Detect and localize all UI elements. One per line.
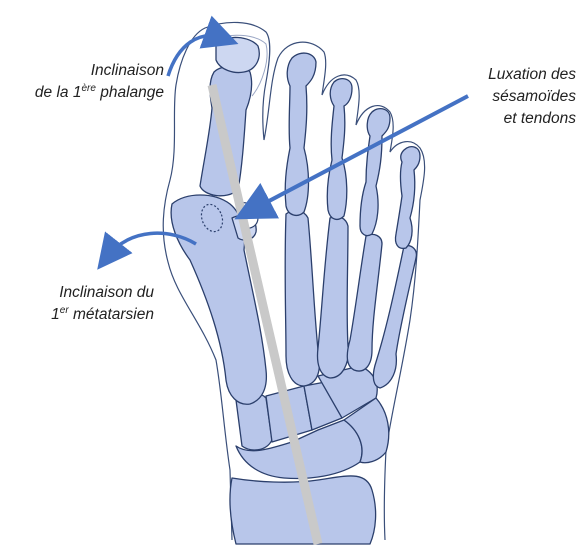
sesamoid-label-line1: Luxation des <box>440 64 576 86</box>
sesamoid-label-line3: et tendons <box>440 108 576 130</box>
metatarsal-label-line1: Inclinaison du <box>14 282 154 304</box>
phalanx-label-sup: ère <box>81 83 95 94</box>
sesamoid-label-line2: sésamoïdes <box>440 86 576 108</box>
phalanx-label-text-a: de la 1 <box>35 84 82 101</box>
metatarsal-label-sup: er <box>60 305 69 316</box>
metatarsal-inclination-label: Inclinaison du 1er métatarsien <box>14 282 154 326</box>
phalanx-label-text-b: phalange <box>96 84 164 101</box>
phalanx-inclination-label: Inclinaison de la 1ère phalange <box>28 60 164 104</box>
metatarsal-label-text-a: 1 <box>51 306 60 323</box>
metatarsal-label-line2: 1er métatarsien <box>14 304 154 326</box>
metatarsal-label-text-b: métatarsien <box>69 306 154 323</box>
metatarsal-bones <box>171 195 416 404</box>
sesamoid-luxation-label: Luxation des sésamoïdes et tendons <box>440 64 576 130</box>
phalanx-label-line2: de la 1ère phalange <box>28 82 164 104</box>
sesamoid-luxation-arrow <box>252 96 468 210</box>
phalanx-label-line1: Inclinaison <box>28 60 164 82</box>
first-distal-phalanx <box>216 37 259 72</box>
phalanx-inclination-arrow <box>168 36 222 76</box>
